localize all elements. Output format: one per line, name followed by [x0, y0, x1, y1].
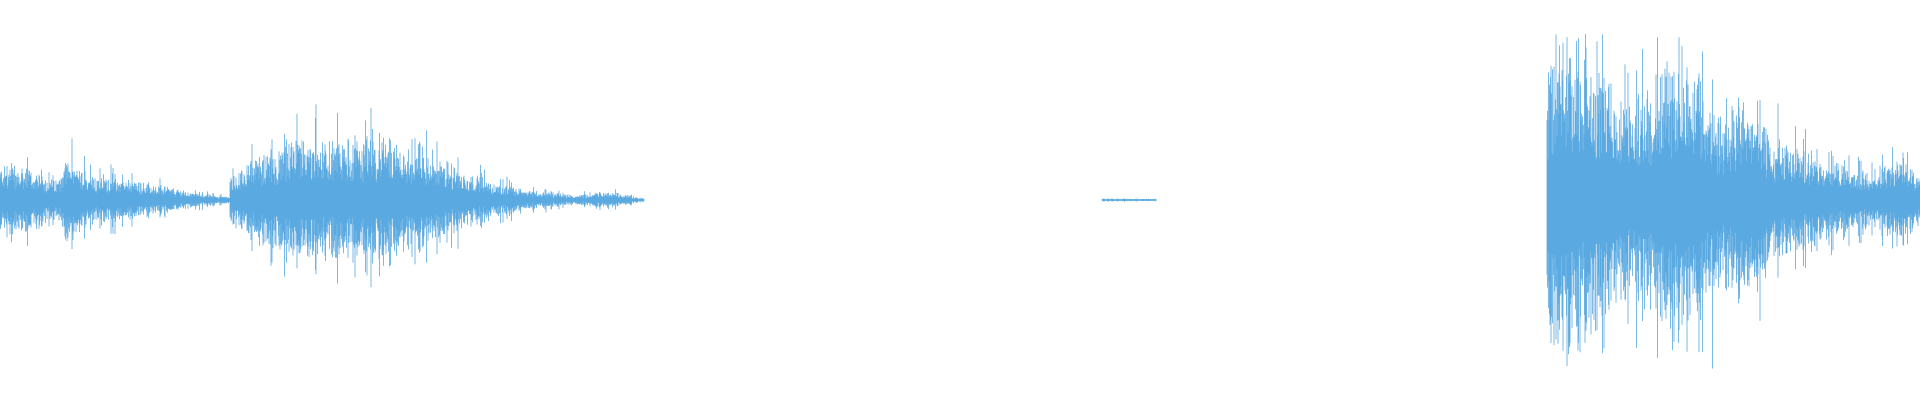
waveform-peaks: [229, 104, 645, 288]
waveform-segment-2: [229, 104, 645, 288]
waveform-segment-1: [0, 138, 232, 250]
waveform-peaks: [1546, 33, 1920, 369]
waveform-segment-3: [1101, 198, 1157, 202]
waveform-segment-4: [1546, 33, 1920, 369]
waveform-peaks: [1101, 198, 1157, 202]
waveform-peaks: [0, 138, 232, 250]
